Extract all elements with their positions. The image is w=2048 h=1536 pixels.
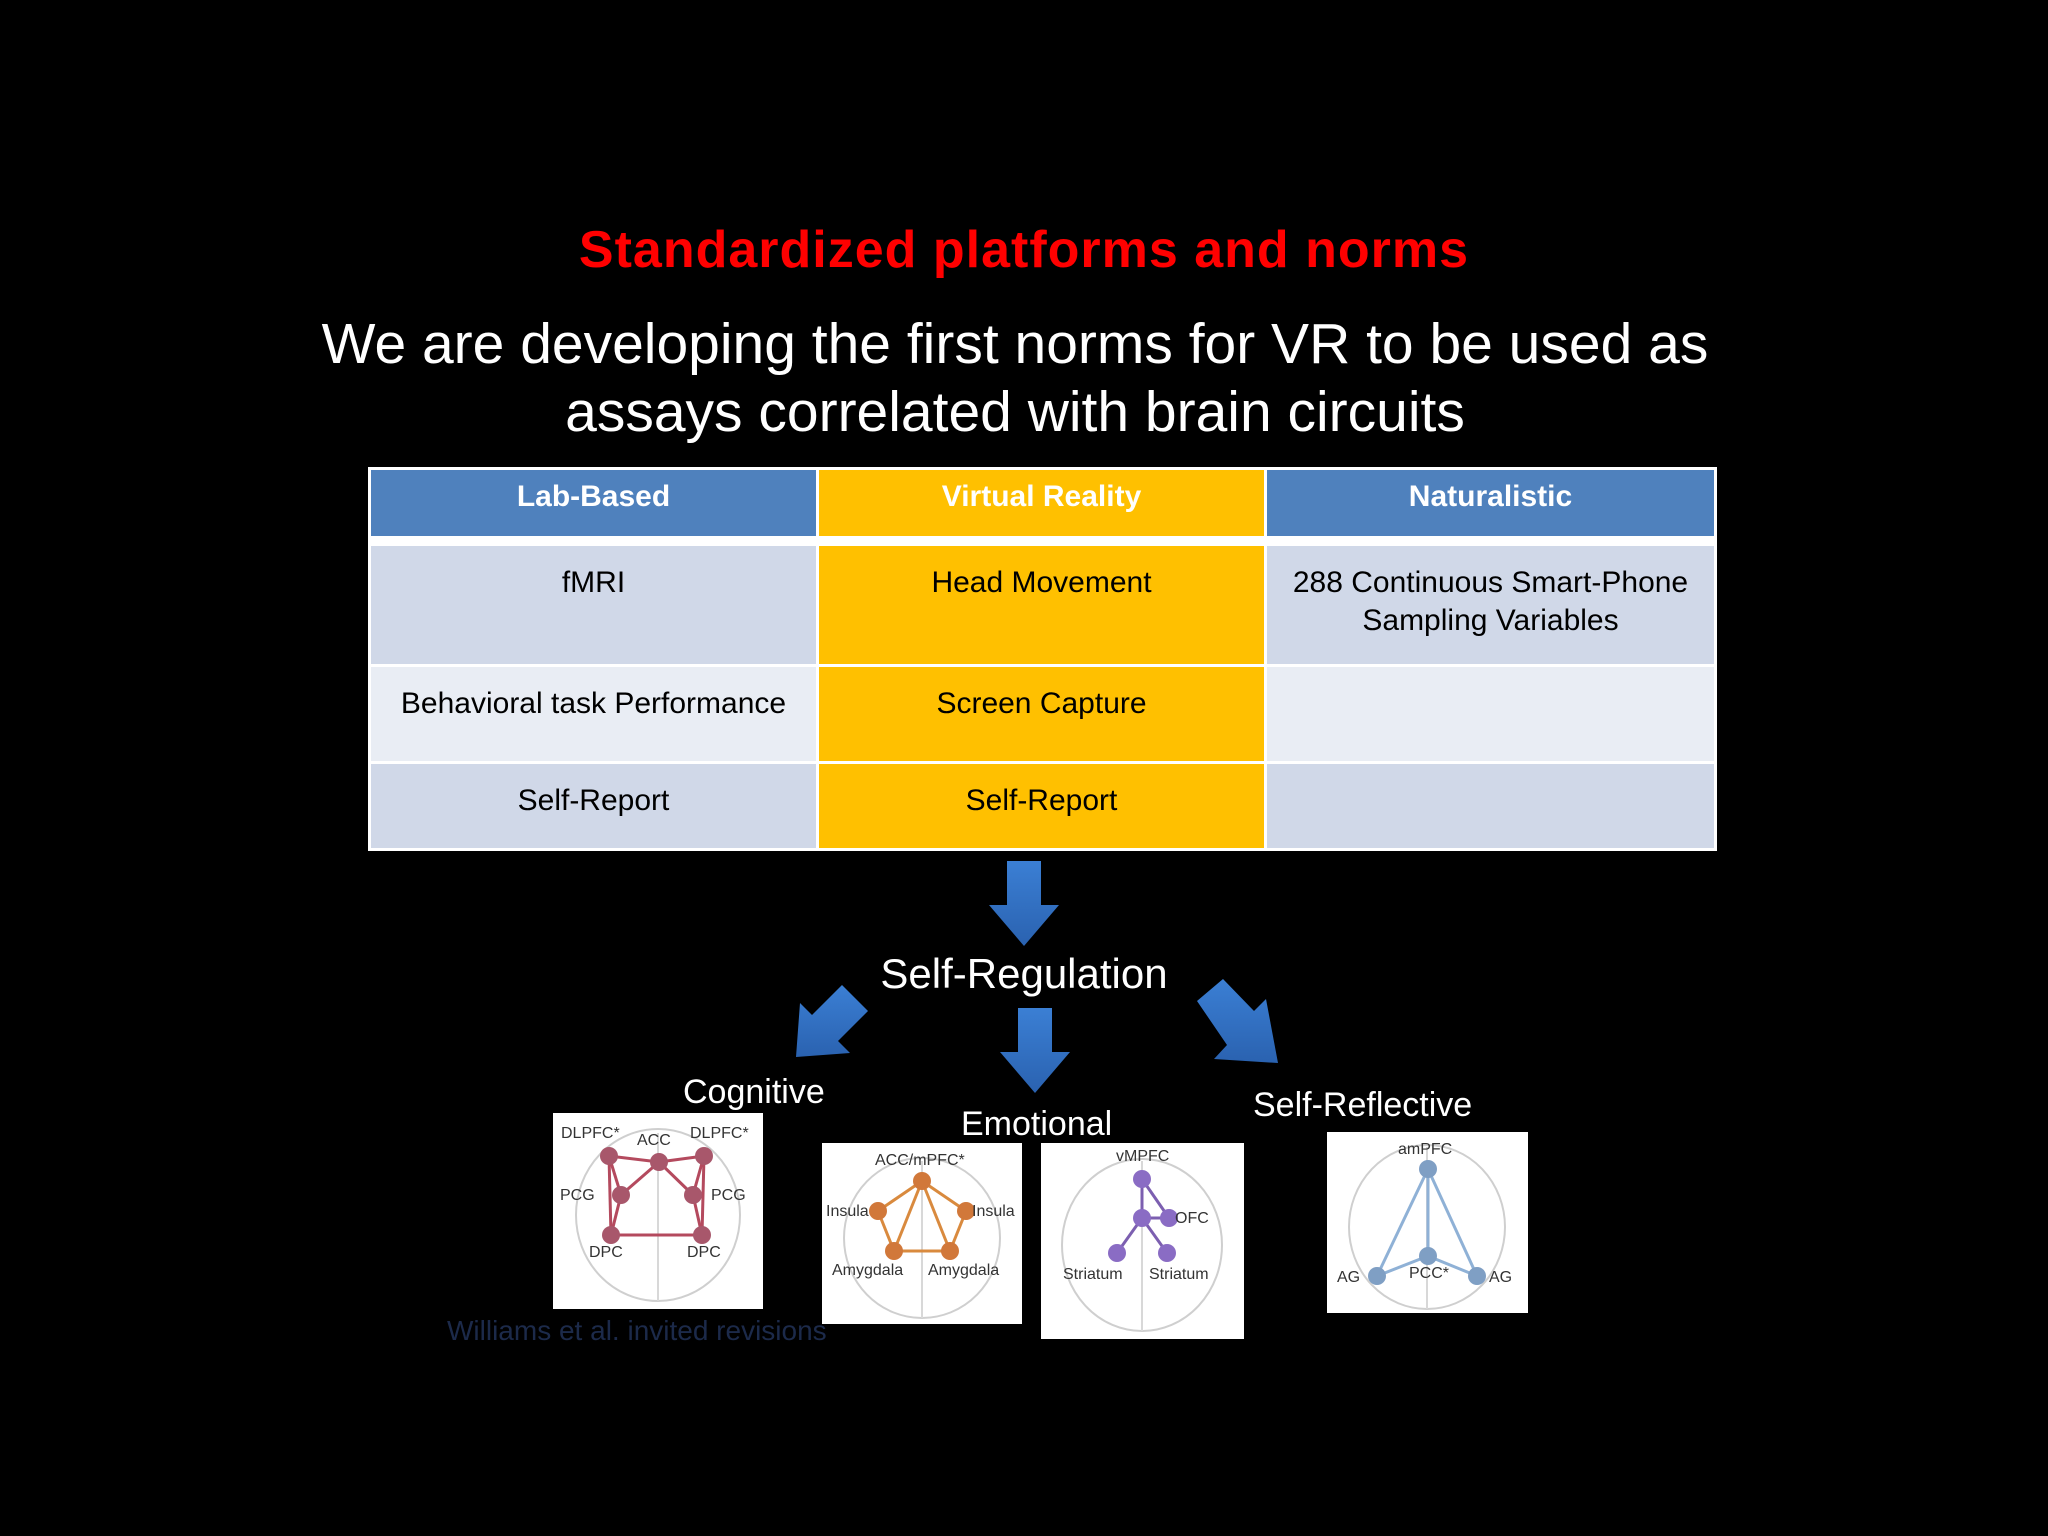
brain-label: PCC* — [1409, 1265, 1449, 1282]
table-cell: Head Movement — [816, 543, 1267, 667]
brain-label: Amygdala — [832, 1262, 903, 1279]
brain-label: ACC — [637, 1132, 671, 1149]
emotional-brain-image: ACC/mPFC* Insula Insula Amygdala Amygdal… — [822, 1143, 1022, 1324]
slide-title: Standardized platforms and norms — [578, 221, 1470, 279]
self-regulation-label: Self-Regulation — [880, 950, 1168, 997]
table-header-row: Lab-Based Virtual Reality Naturalistic — [368, 467, 1717, 539]
table-cell: 288 Continuous Smart-Phone Sampling Vari… — [1264, 543, 1717, 667]
brain-label: ACC/mPFC* — [875, 1152, 965, 1169]
brain-label: Insula — [972, 1203, 1015, 1220]
table-cell: Screen Capture — [816, 664, 1267, 764]
brain-label: vMPFC — [1116, 1148, 1169, 1165]
cognitive-label: Cognitive — [683, 1073, 825, 1111]
brain-label: AG — [1337, 1269, 1360, 1286]
brain-label: Striatum — [1063, 1266, 1123, 1283]
table-cell: fMRI — [368, 543, 819, 667]
brain-label: Striatum — [1149, 1266, 1209, 1283]
brain-label: DLPFC* — [561, 1125, 620, 1142]
table-cell — [1264, 664, 1717, 764]
emotional-label: Emotional — [961, 1105, 1113, 1143]
arrow-down-icon — [989, 861, 1059, 946]
brain-label: Amygdala — [928, 1262, 999, 1279]
emotional-reward-brain-image: vMPFC OFC Striatum Striatum — [1041, 1143, 1244, 1339]
brain-label: PCG — [711, 1187, 746, 1204]
slide-subtitle: We are developing the first norms for VR… — [321, 312, 1709, 444]
brain-label: PCG — [560, 1187, 595, 1204]
cognitive-brain-image: DLPFC* ACC DLPFC* PCG PCG DPC DPC — [553, 1113, 763, 1309]
brain-label: OFC — [1175, 1210, 1209, 1227]
self-reflective-brain-image: amPFC AG PCC* AG — [1327, 1132, 1528, 1313]
table-row: fMRI Head Movement 288 Continuous Smart-… — [368, 543, 1717, 667]
brain-label: DLPFC* — [690, 1125, 749, 1142]
header-virtual-reality: Virtual Reality — [816, 467, 1267, 539]
arrow-down-right-icon — [1197, 979, 1278, 1063]
self-reflective-label: Self-Reflective — [1253, 1086, 1473, 1124]
brain-label: Insula — [826, 1203, 869, 1220]
brain-label: AG — [1489, 1269, 1512, 1286]
brain-label: DPC — [589, 1244, 623, 1261]
measures-table: Lab-Based Virtual Reality Naturalistic f… — [368, 467, 1717, 851]
table-row: Self-Report Self-Report — [368, 761, 1717, 851]
arrow-down-left-icon — [796, 985, 868, 1057]
arrow-down-icon — [1000, 1008, 1070, 1093]
table-cell: Self-Report — [368, 761, 819, 851]
header-lab-based: Lab-Based — [368, 467, 819, 539]
table-cell: Self-Report — [816, 761, 1267, 851]
table-row: Behavioral task Performance Screen Captu… — [368, 664, 1717, 764]
header-naturalistic: Naturalistic — [1264, 467, 1717, 539]
table-separator — [369, 537, 1716, 545]
brain-label: amPFC — [1398, 1141, 1452, 1158]
table-cell — [1264, 761, 1717, 851]
brain-label: DPC — [687, 1244, 721, 1261]
table-cell: Behavioral task Performance — [368, 664, 819, 764]
citation: Williams et al. invited revisions — [447, 1315, 827, 1346]
